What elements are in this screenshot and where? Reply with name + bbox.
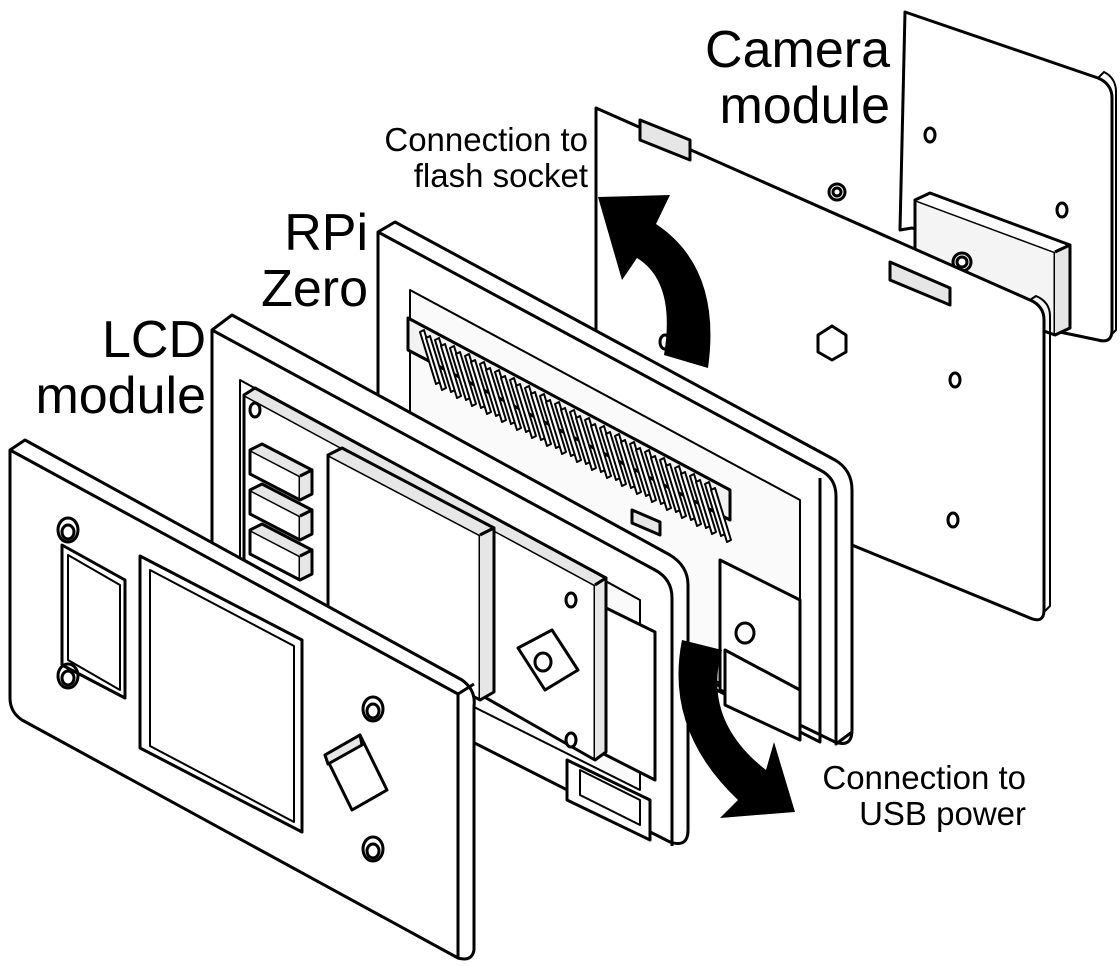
header-pin xyxy=(695,479,717,535)
camera-module-label-line1: Camera xyxy=(705,21,890,79)
header-pin xyxy=(575,415,597,471)
camera-module-label: Camera module xyxy=(660,22,890,134)
camera-module-label-line2: module xyxy=(719,77,890,136)
header-pin xyxy=(485,367,507,423)
lcd-pcb xyxy=(242,386,608,762)
rpi-zero-label-line1: RPi xyxy=(284,204,368,262)
header-pin xyxy=(665,463,687,519)
usb-connection-label-line2: USB power xyxy=(859,794,1026,832)
header-pin xyxy=(635,447,657,503)
lcd-module-label: LCD module xyxy=(10,312,206,424)
header-pin xyxy=(590,423,612,479)
camera-carrier-plate xyxy=(594,106,1051,622)
header-pin xyxy=(560,407,582,463)
header-pin xyxy=(500,375,522,431)
flash-connection-label-line2: flash socket xyxy=(413,156,588,194)
header-pin xyxy=(650,455,672,511)
front-bezel xyxy=(8,438,476,961)
usb-connection-label: Connection to USB power xyxy=(770,760,1026,831)
flash-connection-arrow xyxy=(598,195,711,368)
flash-connection-label: Connection to flash socket xyxy=(330,122,588,193)
lcd-module-label-line2: module xyxy=(35,367,206,426)
header-pin xyxy=(515,383,537,439)
header-pin xyxy=(680,471,702,527)
header-pin xyxy=(455,351,477,407)
lcd-module-label-line1: LCD xyxy=(101,311,206,369)
usb-connection-label-line1: Connection to xyxy=(822,759,1026,796)
header-pin xyxy=(530,391,552,447)
rpi-zero-label: RPi Zero xyxy=(220,205,368,317)
rpi-zero-label-line2: Zero xyxy=(261,260,368,319)
header-pin xyxy=(425,335,447,391)
usb-connection-arrow xyxy=(678,640,795,818)
header-pin xyxy=(470,359,492,415)
flash-connection-label-line1: Connection to xyxy=(384,121,588,158)
header-pin xyxy=(710,487,732,543)
header-pin xyxy=(440,343,462,399)
rpi-zero-board xyxy=(406,316,732,543)
header-pin xyxy=(605,431,627,487)
header-pin xyxy=(545,399,567,455)
lcd-buttons xyxy=(248,442,314,582)
header-pin xyxy=(620,439,642,495)
